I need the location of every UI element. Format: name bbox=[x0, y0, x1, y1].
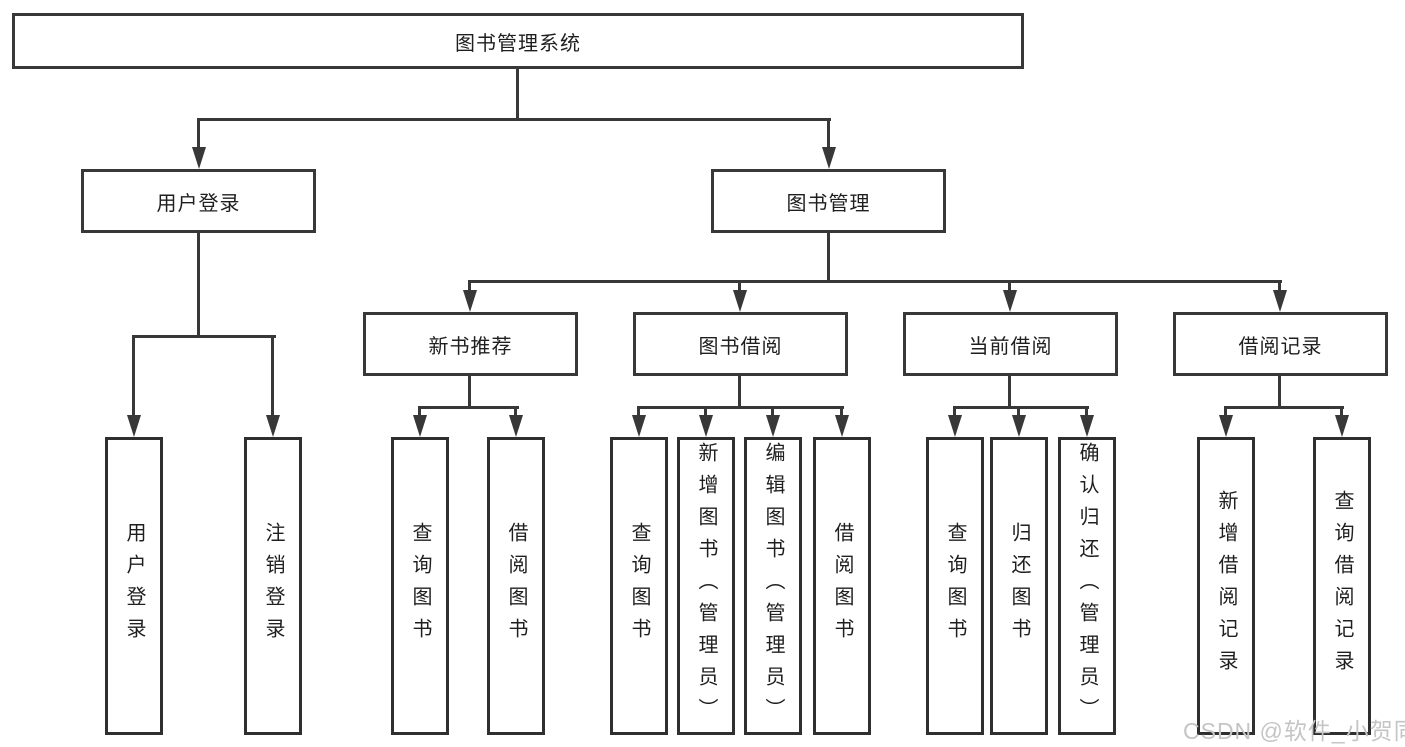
leaf-query-books-current: 查询图书 bbox=[926, 437, 984, 735]
leaf-add-books-admin: 新增图书（管理员） bbox=[677, 437, 735, 735]
node-current-borrowing: 当前借阅 bbox=[903, 312, 1118, 376]
arrow-to-query-books-2 bbox=[632, 415, 646, 437]
connector-stub-leaf-logout bbox=[271, 335, 274, 420]
connector-stub-book-management bbox=[827, 118, 830, 149]
node-library-management-system: 图书管理系统 bbox=[12, 13, 1024, 69]
node-label: 查询图书 bbox=[409, 522, 431, 650]
connector-stub-new-book bbox=[468, 280, 471, 293]
connector-user-login-rail bbox=[132, 335, 276, 338]
node-user-login: 用户登录 bbox=[81, 169, 316, 233]
connector-borrow-record-drop bbox=[1278, 376, 1281, 408]
arrow-to-borrow-books-1 bbox=[509, 415, 523, 437]
connector-stub-leaf-user-login bbox=[132, 335, 135, 420]
connector-stub bbox=[418, 406, 421, 420]
connector-stub bbox=[1224, 406, 1227, 420]
connector-stub-current-borrow bbox=[1008, 280, 1011, 293]
connector-user-login-drop bbox=[197, 233, 200, 337]
node-new-book-recommendation: 新书推荐 bbox=[363, 312, 578, 376]
arrow-to-add-borrow-record bbox=[1219, 415, 1233, 437]
arrow-to-book-borrow bbox=[733, 290, 747, 312]
arrow-to-query-books-1 bbox=[413, 415, 427, 437]
node-book-borrowing: 图书借阅 bbox=[633, 312, 848, 376]
node-label: 新增图书（管理员） bbox=[695, 442, 717, 730]
leaf-query-borrow-record: 查询借阅记录 bbox=[1313, 437, 1371, 735]
arrow-to-return-books bbox=[1012, 415, 1026, 437]
connector-book-management-rail bbox=[468, 280, 1282, 283]
node-label: 图书借阅 bbox=[698, 335, 783, 358]
arrow-to-edit-books bbox=[766, 415, 780, 437]
leaf-borrow-books: 借阅图书 bbox=[813, 437, 871, 735]
node-label: 图书管理系统 bbox=[455, 32, 581, 55]
arrow-to-leaf-logout bbox=[266, 415, 280, 437]
connector-stub-user-login bbox=[197, 118, 200, 149]
node-label: 用户登录 bbox=[156, 192, 241, 215]
arrow-to-borrow-books-2 bbox=[835, 415, 849, 437]
arrow-to-query-books-3 bbox=[948, 415, 962, 437]
node-label: 注销登录 bbox=[262, 522, 284, 650]
leaf-logout: 注销登录 bbox=[244, 437, 302, 735]
connector-new-book-rail bbox=[419, 406, 519, 409]
connector-root-rail bbox=[197, 118, 831, 121]
node-label: 当前借阅 bbox=[968, 335, 1053, 358]
leaf-add-borrow-record: 新增借阅记录 bbox=[1197, 437, 1255, 735]
arrow-to-confirm-return bbox=[1080, 415, 1094, 437]
connector-book-borrow-drop bbox=[738, 376, 741, 408]
arrow-to-query-borrow-record bbox=[1335, 415, 1349, 437]
node-label: 查询图书 bbox=[944, 522, 966, 650]
connector-stub bbox=[1340, 406, 1343, 420]
arrow-to-leaf-user-login bbox=[127, 415, 141, 437]
node-label: 查询借阅记录 bbox=[1331, 490, 1353, 682]
node-label: 借阅图书 bbox=[505, 522, 527, 650]
connector-root-drop bbox=[516, 69, 519, 121]
connector-stub bbox=[514, 406, 517, 420]
arrow-to-add-books bbox=[699, 415, 713, 437]
arrow-to-new-book bbox=[463, 290, 477, 312]
connector-book-management-drop bbox=[827, 233, 830, 282]
leaf-query-books-borrow: 查询图书 bbox=[610, 437, 668, 735]
connector-borrow-record-rail bbox=[1224, 406, 1344, 409]
node-label: 用户登录 bbox=[123, 522, 145, 650]
arrow-to-user-login bbox=[192, 147, 206, 169]
csdn-watermark: CSDN @软件_小贺同学 bbox=[1183, 718, 1405, 744]
connector-stub bbox=[1017, 406, 1020, 420]
node-label: 确认归还（管理员） bbox=[1076, 442, 1098, 730]
leaf-edit-books-admin: 编辑图书（管理员） bbox=[744, 437, 802, 735]
node-borrowing-records: 借阅记录 bbox=[1173, 312, 1388, 376]
connector-stub bbox=[1085, 406, 1088, 420]
node-label: 借阅图书 bbox=[831, 522, 853, 650]
leaf-return-books: 归还图书 bbox=[990, 437, 1048, 735]
node-label: 编辑图书（管理员） bbox=[762, 442, 784, 730]
connector-new-book-drop bbox=[468, 376, 471, 408]
arrow-to-borrow-record bbox=[1273, 290, 1287, 312]
leaf-user-login: 用户登录 bbox=[105, 437, 163, 735]
node-label: 借阅记录 bbox=[1238, 335, 1323, 358]
arrow-to-current-borrow bbox=[1003, 290, 1017, 312]
arrow-to-book-management bbox=[822, 147, 836, 169]
connector-stub bbox=[953, 406, 956, 420]
leaf-query-books-recommend: 查询图书 bbox=[391, 437, 449, 735]
node-label: 归还图书 bbox=[1008, 522, 1030, 650]
connector-stub bbox=[637, 406, 640, 420]
leaf-confirm-return-admin: 确认归还（管理员） bbox=[1058, 437, 1116, 735]
connector-current-borrow-rail bbox=[953, 406, 1089, 409]
connector-stub-borrow-record bbox=[1278, 280, 1281, 293]
connector-stub-book-borrow bbox=[738, 280, 741, 293]
connector-stub bbox=[704, 406, 707, 420]
connector-stub bbox=[771, 406, 774, 420]
node-label: 查询图书 bbox=[628, 522, 650, 650]
connector-stub bbox=[840, 406, 843, 420]
node-book-management: 图书管理 bbox=[711, 169, 946, 233]
node-label: 图书管理 bbox=[786, 192, 871, 215]
leaf-borrow-books-recommend: 借阅图书 bbox=[487, 437, 545, 735]
connector-current-borrow-drop bbox=[1008, 376, 1011, 408]
node-label: 新书推荐 bbox=[428, 335, 513, 358]
node-label: 新增借阅记录 bbox=[1215, 490, 1237, 682]
connector-book-borrow-rail bbox=[638, 406, 844, 409]
